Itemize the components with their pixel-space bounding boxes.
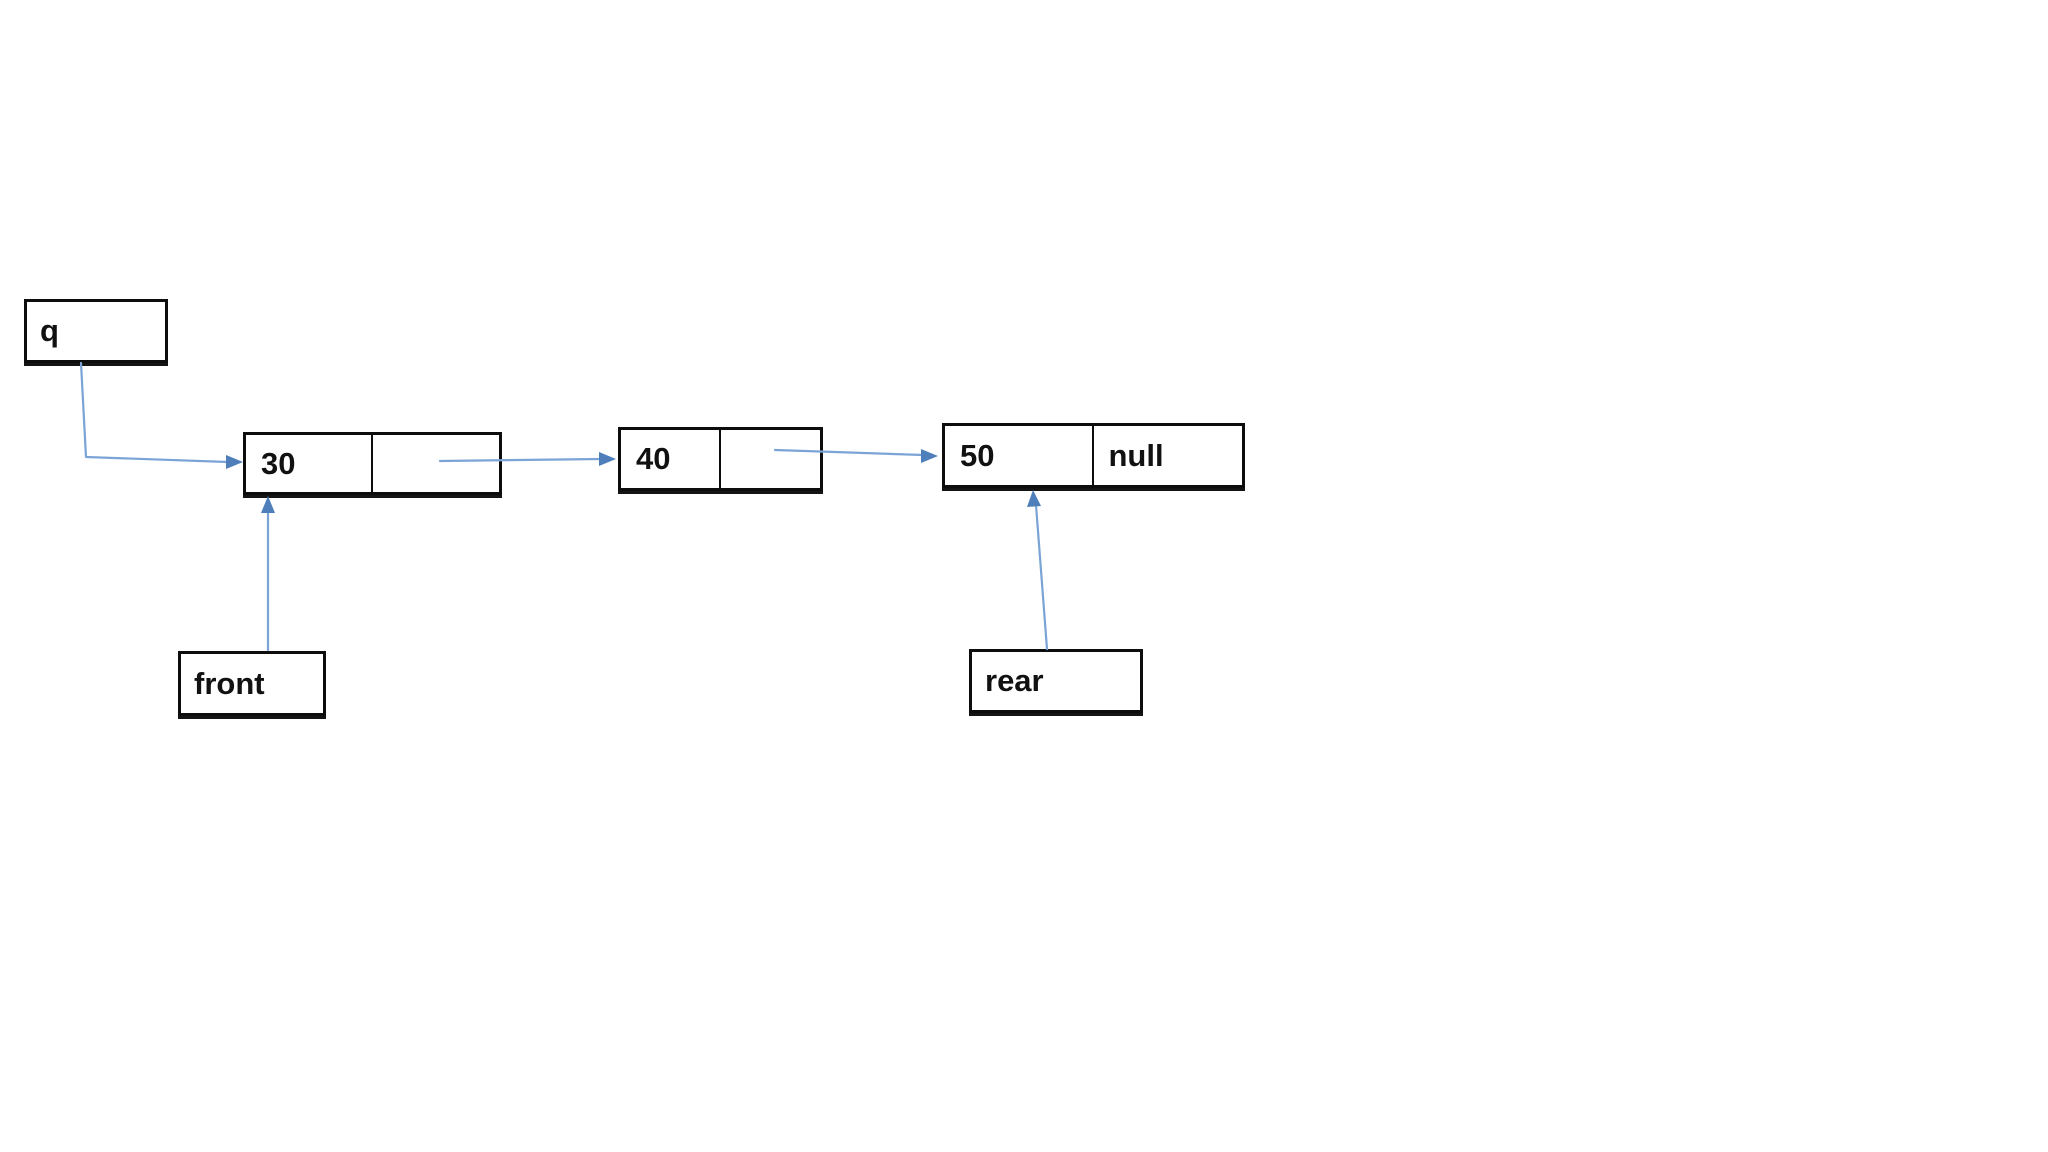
front-pointer-box: front <box>178 651 326 716</box>
node-30: 30 <box>243 432 502 495</box>
variable-box-q: q <box>24 299 168 363</box>
front-pointer-label: front <box>194 665 265 701</box>
node-40: 40 <box>618 427 823 491</box>
arrowhead-rear-to-node50 <box>1027 490 1041 507</box>
rear-pointer-box: rear <box>969 649 1143 713</box>
node-50-value: 50 <box>945 426 1094 485</box>
node-40-value: 40 <box>621 430 721 488</box>
arrowhead-node30-to-node40 <box>599 452 616 466</box>
arrow-q-to-node30 <box>79 361 230 464</box>
rear-pointer-label: rear <box>985 663 1044 698</box>
arrowhead-node40-to-node50 <box>921 449 938 463</box>
node-50-next-field: null <box>1108 437 1164 473</box>
arrowhead-front-to-node30 <box>261 496 275 513</box>
node-30-next-field <box>373 435 500 492</box>
node-30-value: 30 <box>246 435 373 492</box>
node-50: 50 null <box>942 423 1245 488</box>
node-40-next-field <box>721 430 821 488</box>
arrow-rear-to-node50 <box>1034 503 1049 651</box>
arrowhead-q-to-node30 <box>226 455 243 469</box>
variable-box-q-label: q <box>40 313 59 348</box>
